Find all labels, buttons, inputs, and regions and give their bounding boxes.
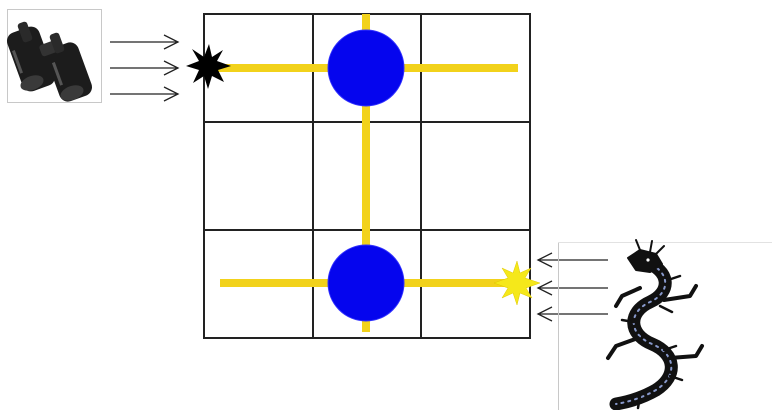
yellow-starburst-icon: [493, 260, 541, 306]
dragon-panel: [558, 239, 772, 410]
orb-top: [327, 29, 405, 107]
left-arrows: [110, 34, 180, 102]
black-starburst-icon: [186, 44, 231, 89]
binoculars-panel: [6, 9, 102, 103]
right-arrow: [536, 280, 608, 296]
binoculars-icon: [6, 21, 93, 102]
orb-bottom: [327, 244, 405, 322]
dragon-icon: [606, 239, 704, 410]
right-arrows: [536, 252, 608, 322]
left-arrow: [110, 86, 180, 102]
right-arrow: [536, 306, 608, 322]
left-arrow: [110, 34, 180, 50]
left-arrow: [110, 60, 180, 76]
right-arrow: [536, 252, 608, 268]
